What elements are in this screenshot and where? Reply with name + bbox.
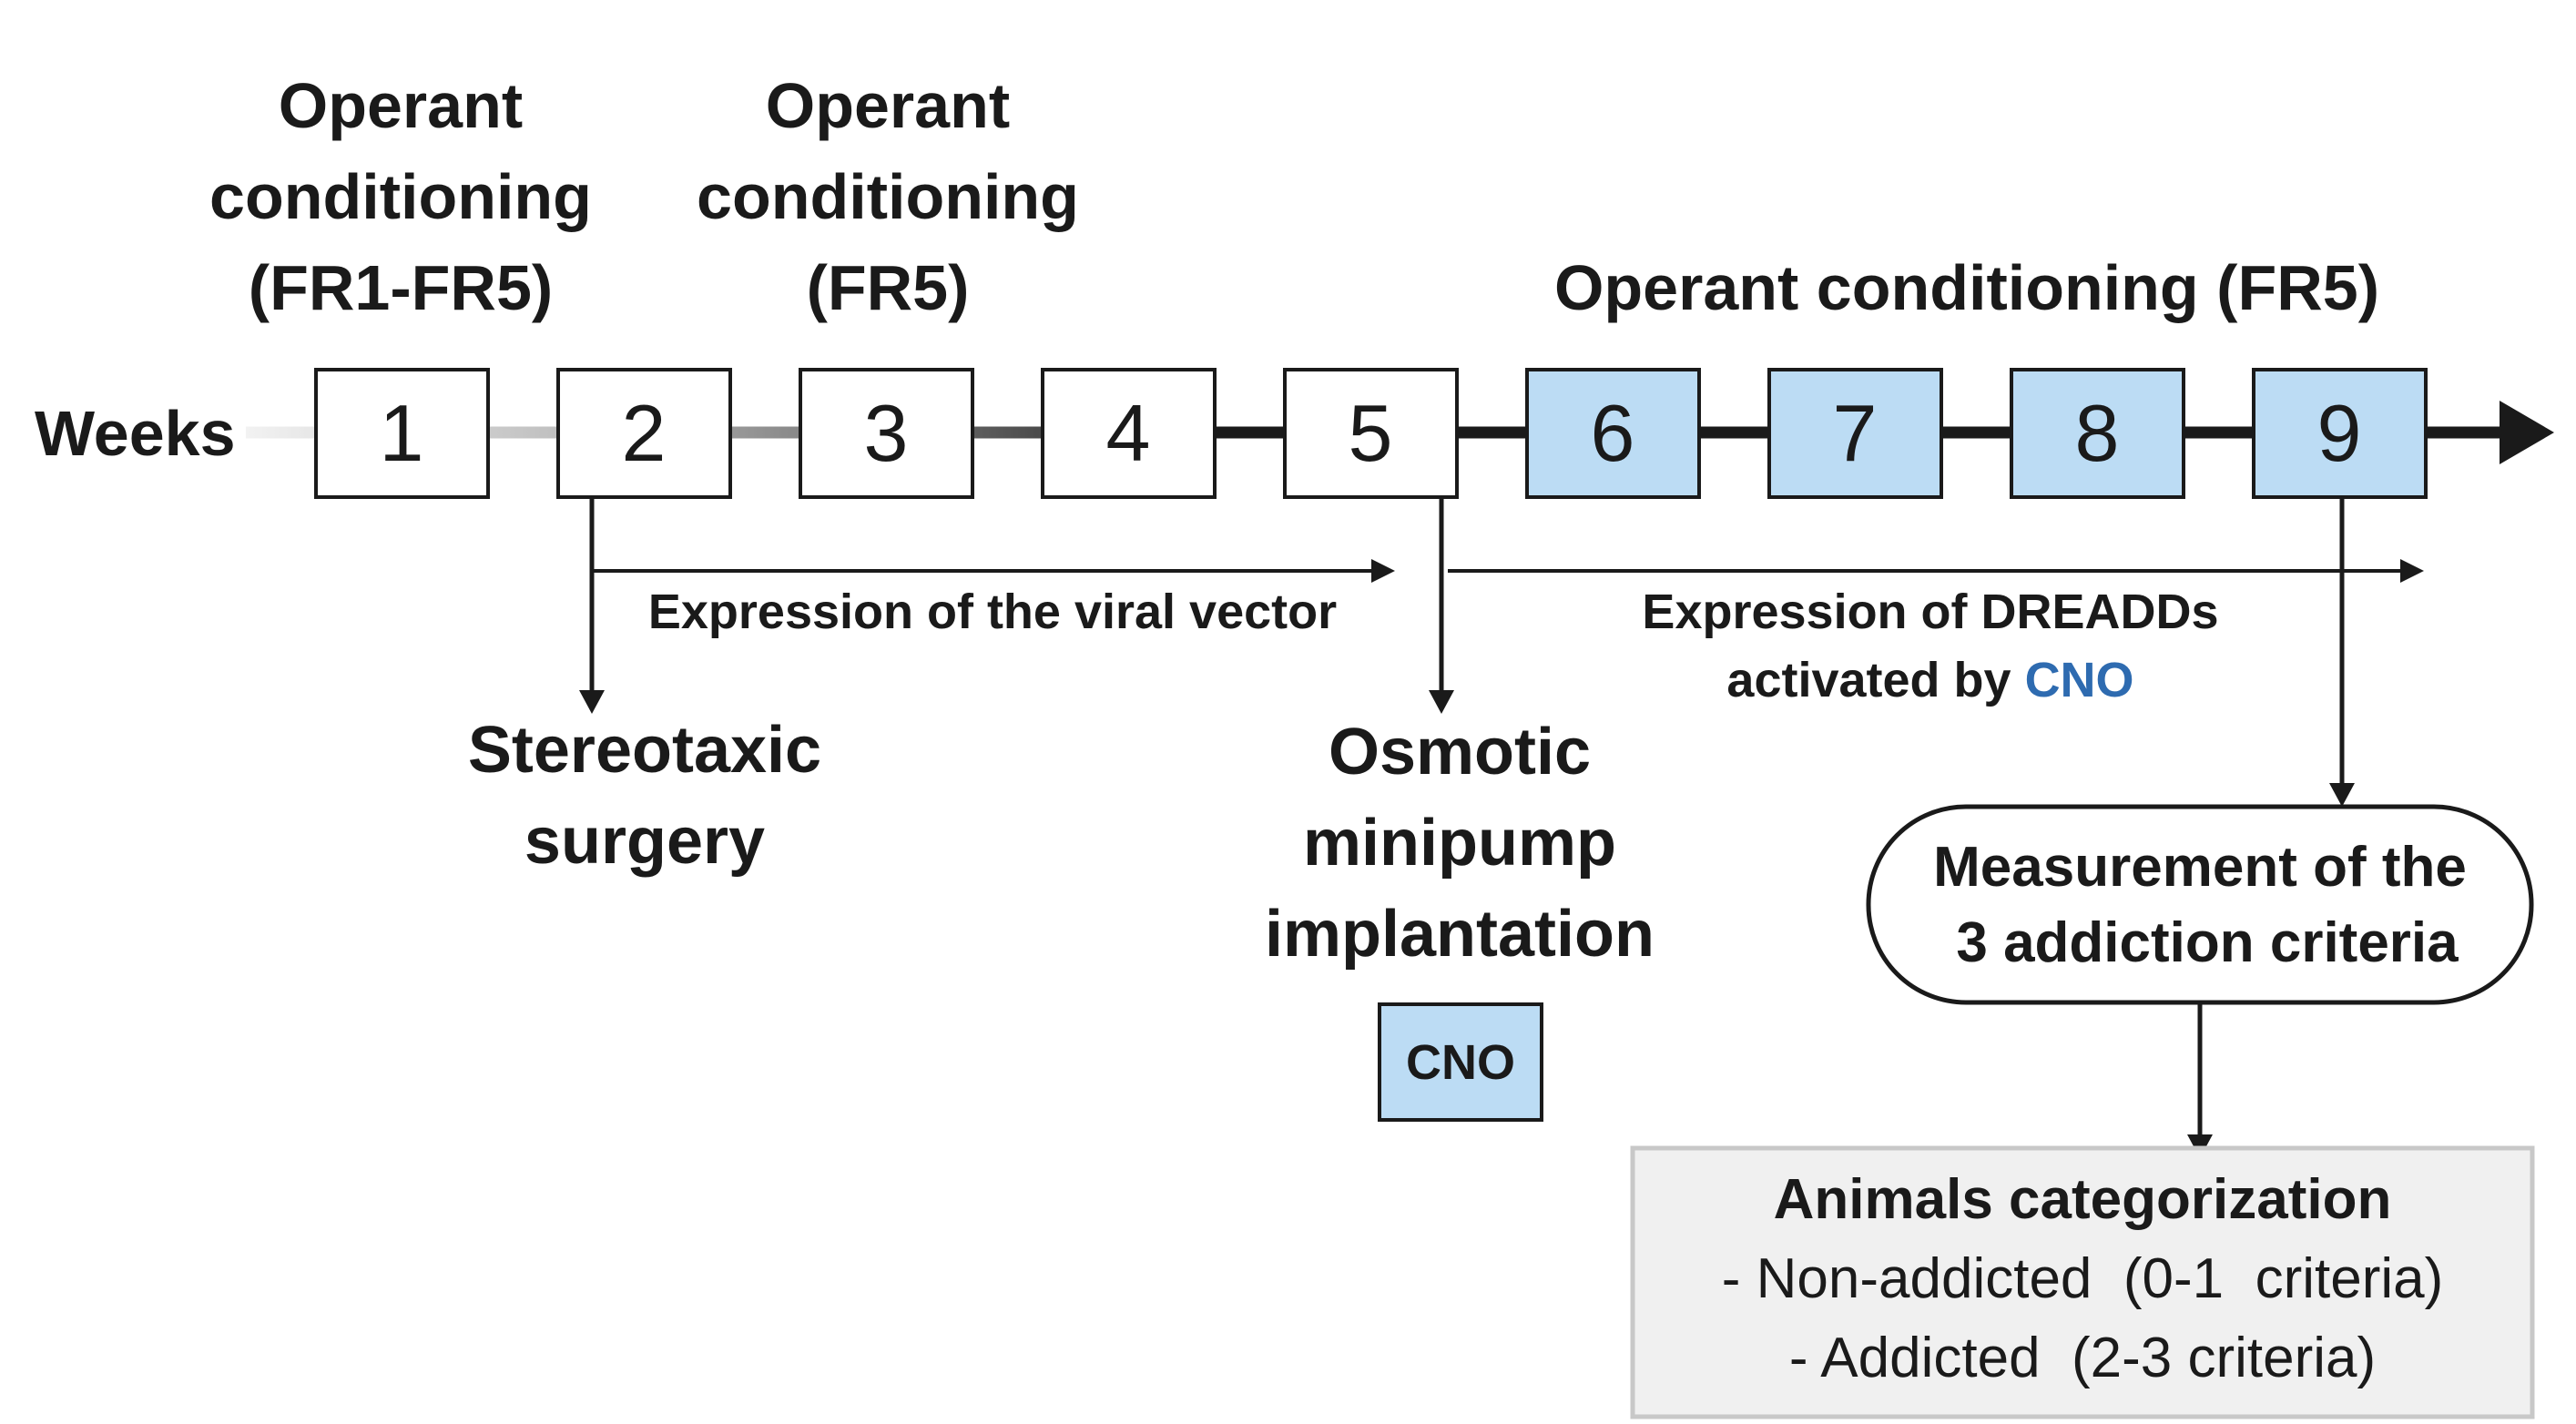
week-number: 1 (380, 388, 424, 478)
arrow-down-icon (2329, 783, 2355, 807)
surgery-label: Stereotaxic surgery (468, 714, 821, 878)
categorization-box: Animals categorization - Non-addicted (0… (1630, 1145, 2535, 1419)
week-box-6: 6 (1525, 368, 1701, 499)
arrow-down-icon (1429, 690, 1454, 714)
week-box-5: 5 (1283, 368, 1459, 499)
measurement-label-line2: 3 addiction criteria (1956, 911, 2459, 974)
categorization-line-non-addicted: - Non-addicted (0-1 criteria) (1722, 1247, 2444, 1310)
dreadds-expression-label: Expression of DREADDs activated by CNO (1642, 585, 2218, 707)
week-box-8: 8 (2010, 368, 2185, 499)
surgery-label-line2: surgery (524, 805, 765, 878)
phase-label-2-line2: conditioning (697, 161, 1079, 232)
phase-label-2-line3: (FR5) (807, 252, 970, 323)
minipump-label-line2: minipump (1303, 807, 1616, 880)
minipump-label-line3: implantation (1265, 898, 1655, 971)
cno-badge: CNO (1378, 1002, 1543, 1122)
week-box-1: 1 (314, 368, 490, 499)
week-box-4: 4 (1041, 368, 1217, 499)
week-number: 5 (1349, 388, 1393, 478)
week-number: 2 (622, 388, 667, 478)
measurement-node: Measurement of the 3 addiction criteria (1866, 804, 2534, 1005)
arrow-down-icon (579, 690, 605, 714)
phase-label-1-line1: Operant (279, 70, 523, 141)
week-number: 4 (1106, 388, 1151, 478)
week-box-9: 9 (2252, 368, 2428, 499)
arrow-right-icon (2400, 559, 2424, 583)
categorization-connector (2187, 1002, 2213, 1158)
categorization-title: Animals categorization (1774, 1168, 2392, 1231)
week-box-2: 2 (556, 368, 732, 499)
viral-vector-expression-label: Expression of the viral vector (648, 585, 1337, 639)
cno-badge-label: CNO (1406, 1035, 1515, 1090)
weeks-axis-label: Weeks (35, 398, 236, 469)
minipump-connector (1429, 497, 2424, 714)
arrow-right-icon (1371, 559, 1395, 583)
phase-label-3: Operant conditioning (FR5) (1554, 252, 2379, 323)
phase-label-2-line1: Operant (766, 70, 1010, 141)
week-number: 9 (2317, 388, 2362, 478)
week-number: 8 (2075, 388, 2120, 478)
phase-label-1: Operant conditioning (FR1-FR5) (209, 70, 592, 323)
phase-label-1-line2: conditioning (209, 161, 592, 232)
week-box-3: 3 (799, 368, 974, 499)
week-number: 7 (1833, 388, 1878, 478)
measurement-label-line1: Measurement of the (1933, 836, 2467, 899)
phase-label-1-line3: (FR1-FR5) (249, 252, 553, 323)
dreadds-label-line2: activated by CNO (1726, 653, 2133, 707)
week-box-7: 7 (1767, 368, 1943, 499)
categorization-line-addicted: - Addicted (2-3 criteria) (1789, 1327, 2376, 1389)
surgery-connector (579, 497, 1395, 714)
dreadds-label-cno: CNO (2025, 653, 2134, 707)
week-number: 6 (1591, 388, 1635, 478)
minipump-label: Osmotic minipump implantation (1265, 716, 1655, 971)
surgery-label-line1: Stereotaxic (468, 714, 821, 787)
measurement-connector (2329, 497, 2355, 807)
week-number: 3 (864, 388, 909, 478)
timeline-arrowhead-icon (2500, 401, 2554, 464)
dreadds-label-prefix: activated by (1726, 653, 2024, 707)
minipump-label-line1: Osmotic (1329, 716, 1591, 788)
phase-label-2: Operant conditioning (FR5) (697, 70, 1079, 323)
dreadds-label-line1: Expression of DREADDs (1642, 585, 2218, 639)
